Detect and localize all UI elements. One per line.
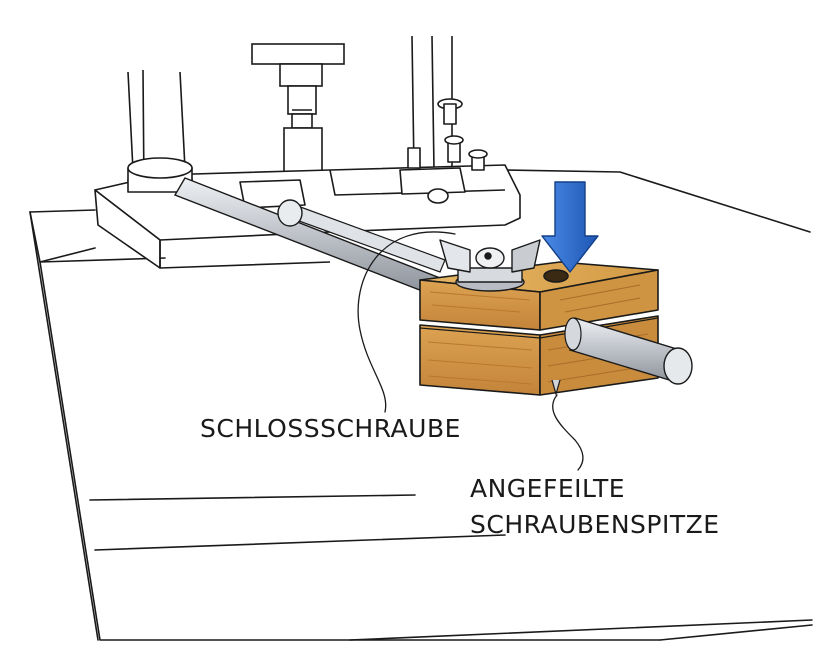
wing-nut-icon	[439, 239, 541, 292]
label-carriage-bolt: SCHLOSSSCHRAUBE	[200, 414, 461, 443]
drill-spindle	[251, 43, 345, 191]
label-filed-tip-line1: ANGEFEILTE	[470, 474, 626, 503]
down-arrow-icon	[541, 181, 599, 273]
wood-block-upper	[419, 261, 659, 331]
clamp-rod	[564, 317, 693, 385]
screw-tip	[551, 379, 561, 397]
leader-lines	[357, 231, 584, 471]
label-filed-tip-line2: SCHRAUBENSPITZE	[470, 510, 720, 539]
lever-rod	[173, 177, 446, 295]
drill-press-table	[29, 169, 813, 641]
